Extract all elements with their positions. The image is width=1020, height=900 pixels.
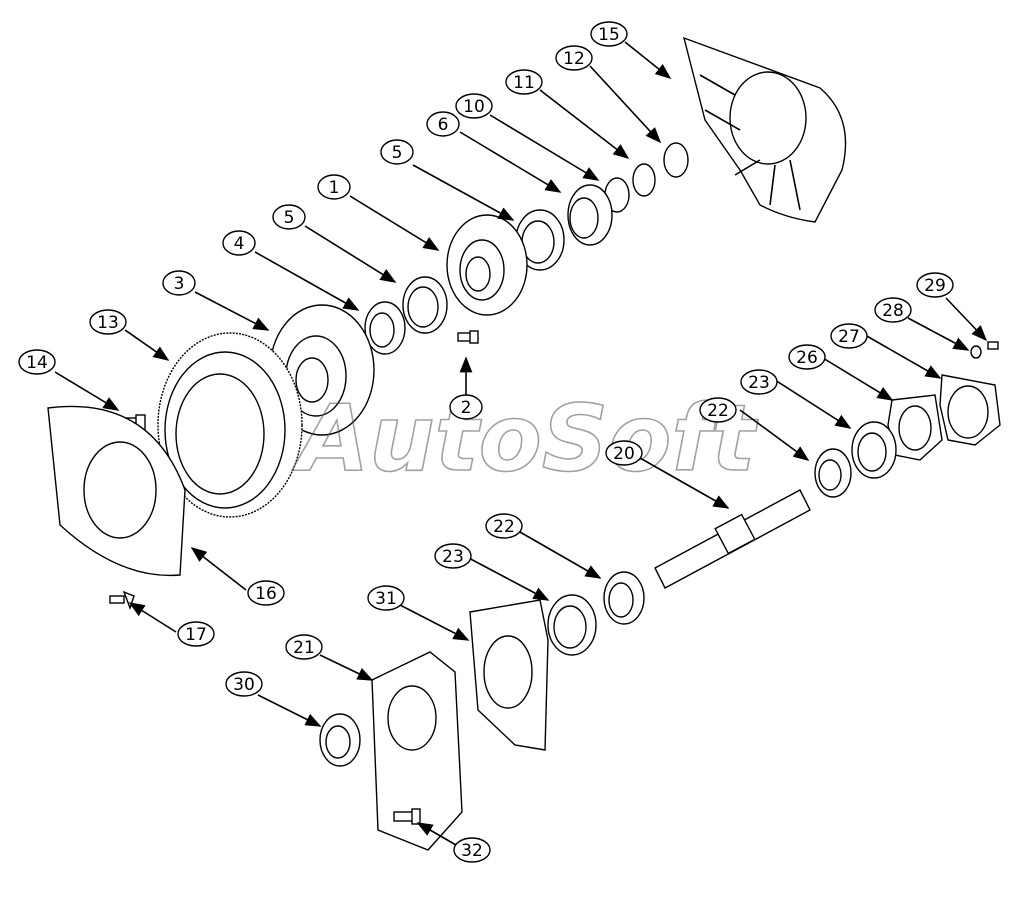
part-snap-ring-12 bbox=[663, 142, 689, 178]
part-clip-17 bbox=[109, 590, 135, 611]
part-bearing-cup-5a bbox=[515, 209, 565, 271]
svg-text:17: 17 bbox=[185, 625, 207, 645]
callout-6: 6 bbox=[426, 111, 460, 137]
svg-text:22: 22 bbox=[707, 401, 729, 421]
callout-4: 4 bbox=[222, 230, 256, 256]
callout-17: 17 bbox=[177, 621, 215, 647]
svg-text:5: 5 bbox=[392, 143, 403, 163]
part-bearing-6 bbox=[567, 184, 613, 246]
callout-31: 31 bbox=[367, 585, 405, 611]
callout-5a: 5 bbox=[272, 204, 306, 230]
callout-21: 21 bbox=[285, 634, 323, 660]
callout-29: 29 bbox=[916, 272, 954, 298]
part-shield-16 bbox=[47, 405, 186, 577]
svg-text:29: 29 bbox=[924, 276, 946, 296]
part-bearing-cup-23b bbox=[547, 594, 597, 656]
callout-2: 2 bbox=[449, 394, 483, 420]
part-seal-30 bbox=[319, 713, 361, 767]
svg-text:5: 5 bbox=[284, 208, 295, 228]
svg-text:20: 20 bbox=[613, 444, 635, 464]
callout-11: 11 bbox=[505, 69, 543, 95]
callout-27: 27 bbox=[830, 323, 868, 349]
svg-text:16: 16 bbox=[255, 584, 277, 604]
callout-leaders bbox=[54, 41, 988, 846]
part-dust-shield bbox=[682, 36, 847, 223]
callout-28: 28 bbox=[874, 297, 912, 323]
part-bolt-29 bbox=[987, 341, 999, 350]
callout-22b: 22 bbox=[485, 513, 523, 539]
part-gasket-31 bbox=[469, 599, 549, 751]
part-bearing-housing-1 bbox=[446, 214, 528, 316]
callout-26: 26 bbox=[788, 344, 826, 370]
svg-text:11: 11 bbox=[513, 73, 535, 93]
svg-text:27: 27 bbox=[838, 327, 860, 347]
svg-text:4: 4 bbox=[234, 234, 245, 254]
svg-text:6: 6 bbox=[438, 115, 449, 135]
part-bolt-2 bbox=[457, 330, 479, 344]
callout-12: 12 bbox=[555, 45, 593, 71]
svg-text:13: 13 bbox=[97, 313, 119, 333]
part-ring-gear-13 bbox=[157, 332, 303, 518]
svg-text:14: 14 bbox=[26, 353, 48, 373]
callout-10: 10 bbox=[455, 93, 493, 119]
callout-13: 13 bbox=[89, 309, 127, 335]
svg-text:22: 22 bbox=[493, 517, 515, 537]
callout-14: 14 bbox=[18, 349, 56, 375]
svg-text:21: 21 bbox=[293, 638, 315, 658]
callout-15: 15 bbox=[590, 21, 628, 47]
part-bearing-4 bbox=[364, 301, 406, 355]
svg-text:1: 1 bbox=[329, 178, 340, 198]
svg-text:10: 10 bbox=[463, 97, 485, 117]
svg-text:2: 2 bbox=[461, 398, 472, 418]
svg-text:23: 23 bbox=[442, 547, 464, 567]
svg-text:23: 23 bbox=[748, 373, 770, 393]
svg-text:12: 12 bbox=[563, 49, 585, 69]
callout-1: 1 bbox=[317, 174, 351, 200]
callout-23b: 23 bbox=[434, 543, 472, 569]
callout-5b: 5 bbox=[380, 139, 414, 165]
part-bearing-cup-23a bbox=[851, 421, 897, 479]
part-housing-21 bbox=[371, 651, 463, 851]
part-washer-28 bbox=[970, 345, 982, 359]
callout-22a: 22 bbox=[699, 397, 737, 423]
callout-30: 30 bbox=[225, 671, 263, 697]
svg-text:26: 26 bbox=[796, 348, 818, 368]
part-bearing-22a bbox=[814, 448, 852, 498]
part-bolt-32 bbox=[393, 808, 421, 825]
part-shaft-20 bbox=[654, 489, 811, 589]
watermark-text: AutoSoft bbox=[292, 385, 758, 492]
svg-text:15: 15 bbox=[598, 25, 620, 45]
callout-16: 16 bbox=[247, 580, 285, 606]
callout-23a: 23 bbox=[740, 369, 778, 395]
part-bearing-22b bbox=[603, 571, 645, 625]
part-cover-27 bbox=[939, 374, 1001, 446]
part-gasket-26 bbox=[887, 394, 943, 461]
callout-3: 3 bbox=[162, 270, 196, 296]
svg-text:3: 3 bbox=[174, 274, 185, 294]
callout-20: 20 bbox=[605, 440, 643, 466]
part-bearing-cup-5b bbox=[402, 276, 448, 334]
part-ring-11 bbox=[632, 163, 656, 197]
svg-text:32: 32 bbox=[461, 841, 483, 861]
callout-32: 32 bbox=[453, 837, 491, 863]
svg-text:28: 28 bbox=[882, 301, 904, 321]
svg-text:31: 31 bbox=[375, 589, 397, 609]
svg-text:30: 30 bbox=[233, 675, 255, 695]
